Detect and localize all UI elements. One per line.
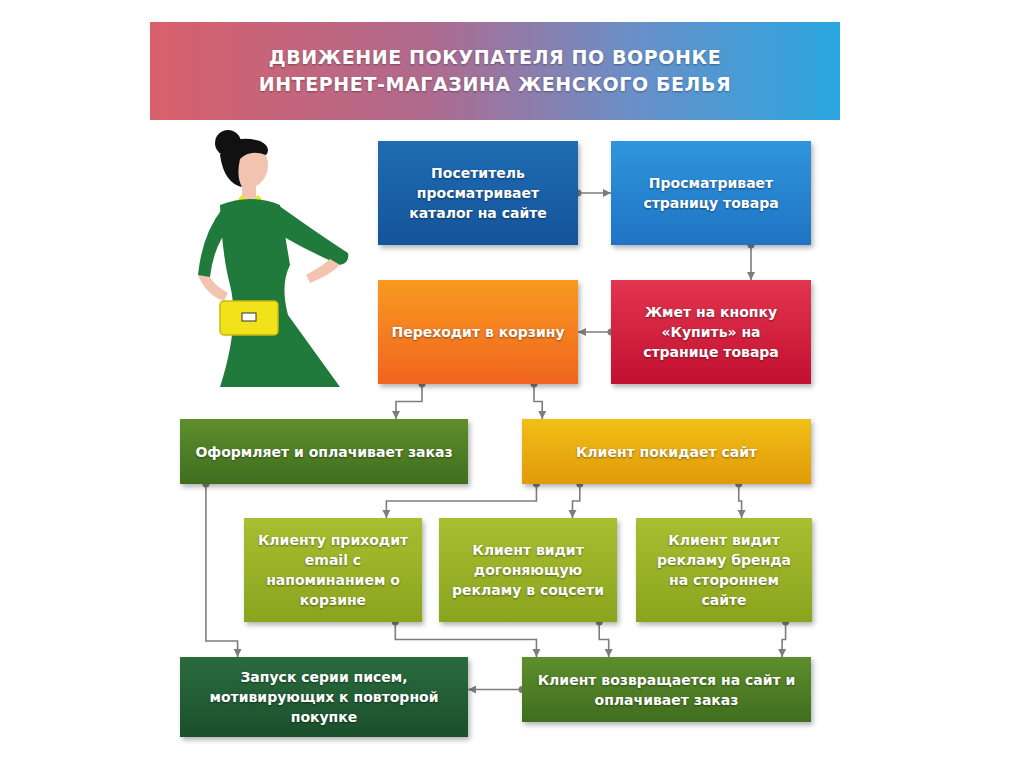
flow-connector [578, 329, 615, 336]
flow-connector [782, 619, 789, 658]
process-box: Оформляет и оплачивает заказ [180, 419, 468, 484]
process-box: Клиент возвращается на сайт и оплачивает… [522, 657, 811, 722]
flow-connector [531, 381, 543, 420]
process-box: Клиент видит догоняющую рекламу в соцсет… [439, 518, 617, 622]
flow-connector [202, 481, 237, 658]
process-box: Клиент видит рекламу бренда на стороннем… [636, 518, 812, 622]
flow-connector [392, 619, 537, 658]
hair [220, 139, 268, 187]
flow-connector [468, 686, 526, 693]
connector-line [578, 331, 611, 333]
flow-connector [573, 481, 584, 519]
process-box: Клиенту приходит email с напоминанием о … [244, 518, 422, 622]
process-box: Посетитель просматривает каталог на сайт… [378, 141, 578, 245]
box-label: Клиент возвращается на сайт и оплачивает… [534, 670, 799, 710]
woman-illustration [180, 125, 370, 395]
arm [198, 209, 232, 279]
hand [306, 259, 340, 283]
clutch [220, 301, 278, 335]
connector-line [750, 245, 752, 280]
hand [198, 275, 228, 301]
connector-line [573, 484, 580, 518]
connector-line [396, 384, 422, 419]
connector-line [599, 622, 609, 657]
box-label: Клиент видит рекламу бренда на стороннем… [648, 530, 800, 610]
flow-connector [596, 619, 609, 658]
clutch-clasp [242, 313, 256, 321]
box-label: Посетитель просматривает каталог на сайт… [390, 163, 566, 223]
box-label: Клиент видит догоняющую рекламу в соцсет… [451, 540, 605, 600]
connector-line [206, 484, 238, 657]
flow-connector [386, 481, 540, 519]
box-label: Клиент покидает сайт [576, 442, 757, 462]
title-banner: ДВИЖЕНИЕ ПОКУПАТЕЛЯ ПО ВОРОНКЕ ИНТЕРНЕТ-… [150, 22, 840, 120]
box-label: Оформляет и оплачивает заказ [195, 442, 452, 462]
dress [220, 199, 340, 387]
connector-line [782, 622, 786, 657]
connector-line [386, 484, 536, 518]
box-label: Клиенту приходит email с напоминанием о … [256, 530, 410, 610]
connector-line [534, 384, 542, 419]
process-box: Клиент покидает сайт [522, 419, 811, 484]
box-label: Запуск серии писем, мотивирующих к повто… [192, 667, 456, 727]
connector-line [578, 192, 611, 194]
connector-line [468, 689, 522, 691]
process-box: Просматривает страницу товара [611, 141, 811, 245]
box-label: Жмет на кнопку «Купить» на странице това… [623, 302, 799, 362]
box-label: Переходит в корзину [391, 322, 564, 342]
process-box: Переходит в корзину [378, 280, 578, 384]
connector-line [739, 484, 742, 518]
process-box: Запуск серии писем, мотивирующих к повто… [180, 657, 468, 737]
flow-connector [575, 190, 612, 197]
connector-line [395, 622, 536, 657]
box-label: Просматривает страницу товара [623, 173, 799, 213]
flow-connector [748, 242, 755, 281]
flow-connector [735, 481, 742, 519]
diagram-title: ДВИЖЕНИЕ ПОКУПАТЕЛЯ ПО ВОРОНКЕ ИНТЕРНЕТ-… [215, 44, 775, 98]
arm [278, 205, 348, 265]
flow-connector [396, 381, 426, 420]
process-box: Жмет на кнопку «Купить» на странице това… [611, 280, 811, 384]
